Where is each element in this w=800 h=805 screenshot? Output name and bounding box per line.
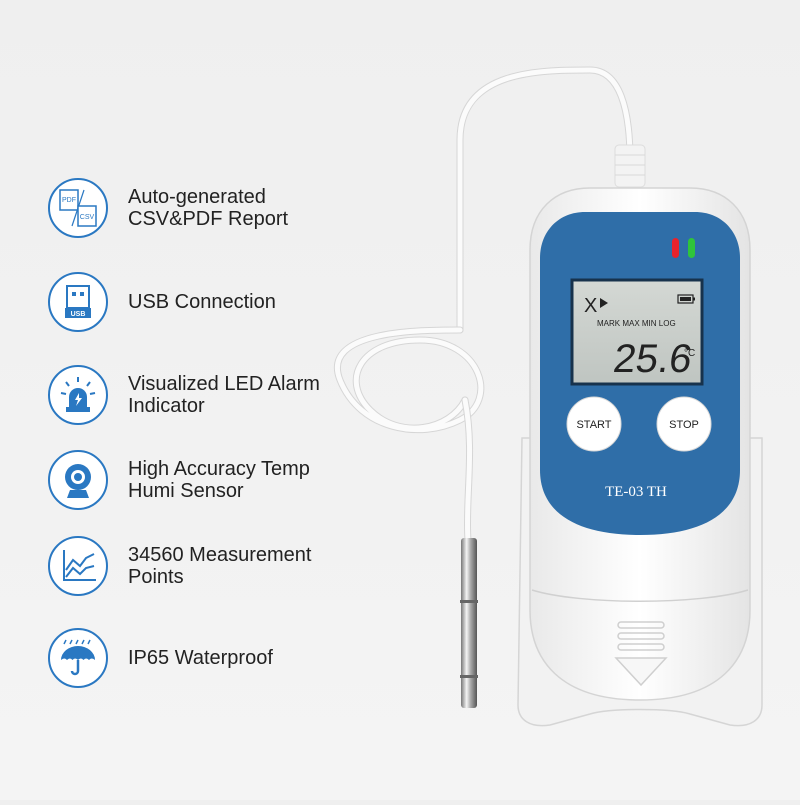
red-led — [672, 238, 679, 258]
feature-points-text: 34560 Measurement Points — [128, 544, 311, 588]
temperature-probe — [460, 538, 478, 708]
lcd-unit: °C — [684, 348, 695, 359]
feature-sensor: High Accuracy Temp Humi Sensor — [48, 440, 310, 520]
cable-strain-relief — [614, 144, 646, 188]
feature-led-line-2: Indicator — [128, 395, 205, 417]
stop-button[interactable]: STOP — [656, 396, 712, 452]
down-arrow-icon — [614, 657, 668, 687]
feature-usb: USB USB Connection — [48, 262, 276, 342]
play-icon — [600, 298, 608, 308]
feature-points-line-2: Points — [128, 566, 184, 588]
sensor-camera-icon — [48, 450, 108, 510]
lcd-temperature-reading: 25.6 — [611, 336, 695, 381]
feature-waterproof: IP65 Waterproof — [48, 618, 273, 698]
csv-label: CSV — [80, 214, 95, 221]
start-button-label: START — [576, 419, 611, 431]
pdf-label: PDF — [62, 197, 76, 204]
feature-list: PDF CSV Auto-generated CSV&PDF Report US… — [0, 0, 400, 800]
line-chart-icon — [48, 536, 108, 596]
feature-sensor-text: High Accuracy Temp Humi Sensor — [128, 458, 310, 502]
umbrella-rain-icon — [48, 628, 108, 688]
green-led — [688, 238, 695, 258]
data-logger-device: X MARK MAX MIN LOG 25.6 °C START STOP TE… — [300, 0, 800, 800]
lcd-status-labels: MARK MAX MIN LOG — [597, 319, 676, 328]
battery-icon — [677, 294, 695, 304]
feature-led: Visualized LED Alarm Indicator — [48, 355, 320, 435]
lcd-display: X MARK MAX MIN LOG 25.6 °C — [570, 278, 704, 386]
feature-waterproof-text: IP65 Waterproof — [128, 647, 273, 669]
stop-button-label: STOP — [669, 419, 699, 431]
feature-led-line-1: Visualized LED Alarm — [128, 373, 320, 395]
lower-cover — [531, 589, 749, 602]
slide-grip — [617, 621, 665, 651]
feature-report-line-1: Auto-generated — [128, 186, 266, 208]
pdf-csv-report-icon: PDF CSV — [48, 178, 108, 238]
sensor-cable — [333, 66, 634, 544]
lcd-mode-symbol: X — [584, 295, 597, 317]
feature-led-text: Visualized LED Alarm Indicator — [128, 373, 320, 417]
feature-usb-text: USB Connection — [128, 291, 276, 313]
feature-points: 34560 Measurement Points — [48, 526, 311, 606]
feature-waterproof-line-1: IP65 Waterproof — [128, 647, 273, 669]
feature-points-line-1: 34560 Measurement — [128, 544, 312, 566]
led-alarm-icon — [48, 365, 108, 425]
feature-usb-line-1: USB Connection — [128, 291, 276, 313]
model-label: TE-03 TH — [605, 484, 667, 500]
usb-label: USB — [71, 311, 86, 318]
feature-report: PDF CSV Auto-generated CSV&PDF Report — [48, 168, 288, 248]
feature-report-text: Auto-generated CSV&PDF Report — [128, 186, 288, 230]
feature-sensor-line-1: High Accuracy Temp — [128, 458, 310, 480]
usb-icon: USB — [48, 272, 108, 332]
start-button[interactable]: START — [566, 396, 622, 452]
feature-report-line-2: CSV&PDF Report — [128, 208, 289, 230]
feature-sensor-line-2: Humi Sensor — [128, 480, 244, 502]
